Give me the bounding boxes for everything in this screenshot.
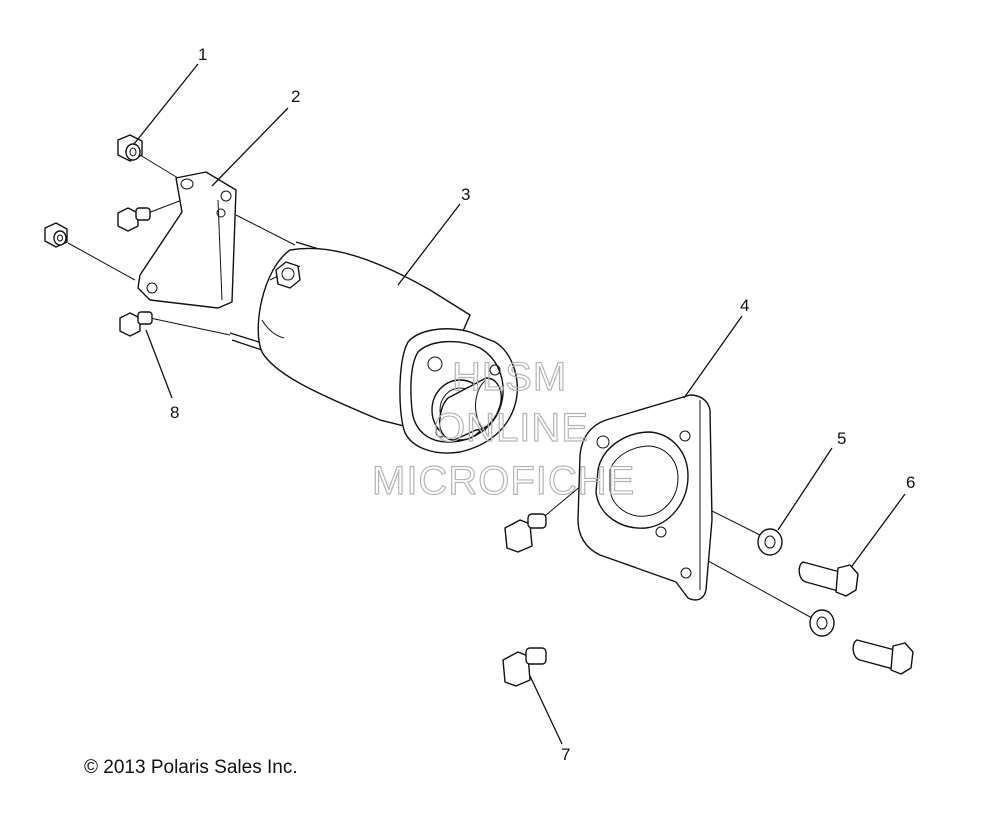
watermark-line-3: MICROFICHE xyxy=(372,459,635,503)
washers xyxy=(757,528,835,637)
mounting-plate xyxy=(577,394,713,601)
starter-motor xyxy=(229,241,518,454)
hex-bolts xyxy=(798,561,914,675)
callout-8: 8 xyxy=(170,403,179,422)
callout-labels: 1 2 3 4 5 6 7 8 xyxy=(170,45,915,764)
triangular-bracket xyxy=(137,171,237,309)
watermark: HLSM ONLINE MICROFICHE xyxy=(371,354,635,503)
callout-3: 3 xyxy=(461,185,470,204)
callout-2: 2 xyxy=(291,87,300,106)
leader-lines xyxy=(133,63,906,745)
flange-bolt-mid xyxy=(504,513,547,553)
small-bolt-upper xyxy=(117,207,151,232)
flange-nut-left xyxy=(44,222,68,248)
callout-4: 4 xyxy=(740,296,749,315)
flange-bolt-bottom xyxy=(502,647,547,687)
callout-6: 6 xyxy=(906,473,915,492)
small-bolt-lower xyxy=(119,311,153,337)
callout-7: 7 xyxy=(561,745,570,764)
callout-5: 5 xyxy=(837,429,846,448)
watermark-line-2: ONLINE xyxy=(434,406,589,450)
watermark-line-1: HLSM xyxy=(452,355,567,399)
callout-1: 1 xyxy=(198,45,207,64)
copyright-notice: © 2013 Polaris Sales Inc. xyxy=(84,757,298,778)
